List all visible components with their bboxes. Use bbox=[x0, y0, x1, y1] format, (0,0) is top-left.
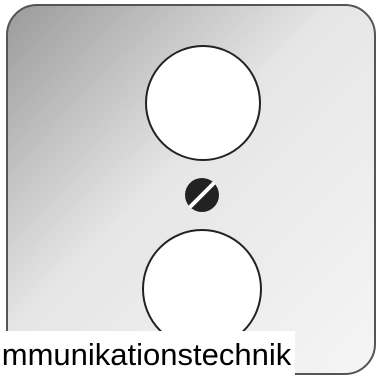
slotted-screw-icon bbox=[185, 178, 219, 212]
upper-opening bbox=[145, 45, 261, 161]
brand-caption: mmunikationstechnik bbox=[0, 331, 383, 379]
brand-caption-text: mmunikationstechnik bbox=[0, 331, 296, 379]
